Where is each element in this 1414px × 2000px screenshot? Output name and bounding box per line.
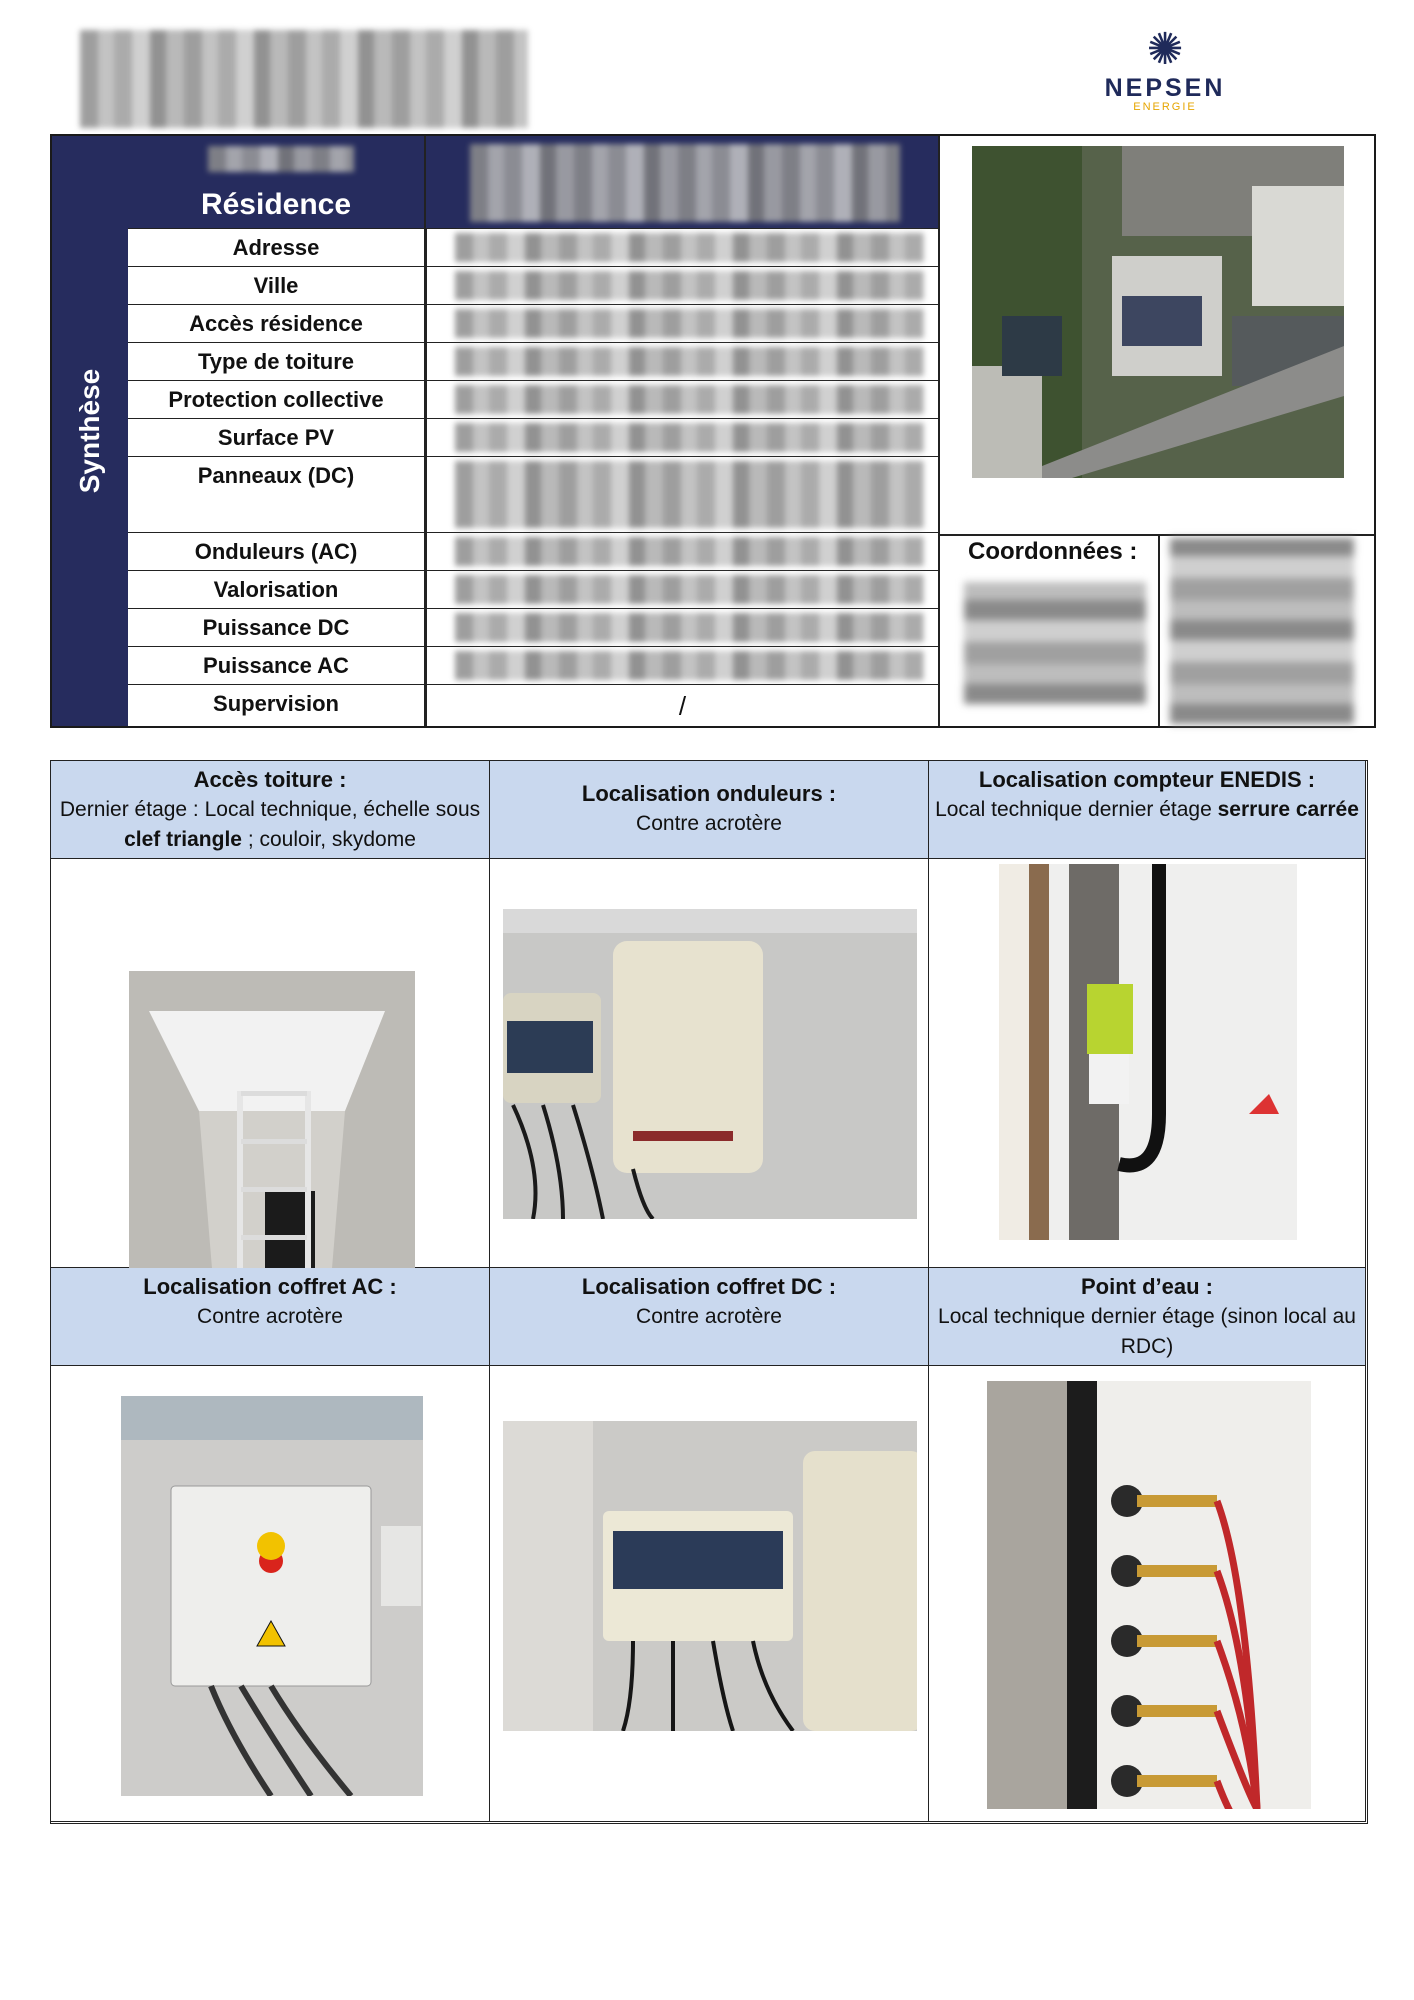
row-value bbox=[426, 342, 938, 380]
row-value bbox=[426, 418, 938, 456]
section-description: Dernier étage : Local technique, échelle… bbox=[51, 795, 489, 855]
redacted-value bbox=[455, 537, 924, 566]
row-label: Protection collective bbox=[128, 380, 424, 418]
section-description-bold: clef triangle bbox=[124, 828, 242, 851]
redacted-value bbox=[455, 271, 924, 300]
redacted-value bbox=[455, 613, 924, 642]
row-value bbox=[426, 266, 938, 304]
redacted-header bbox=[80, 30, 528, 128]
section-description-bold: serrure carrée bbox=[1217, 798, 1359, 821]
row-value: / bbox=[426, 684, 938, 726]
section-photo-cell bbox=[490, 859, 929, 1268]
synthese-label: Synthèse bbox=[74, 368, 105, 494]
section-title: Localisation compteur ENEDIS : bbox=[978, 767, 1316, 792]
section-title: Localisation onduleurs : bbox=[581, 781, 837, 806]
coordinates-label: Coordonnées : bbox=[968, 538, 1138, 565]
row-label: Panneaux (DC) bbox=[128, 456, 424, 532]
section-description: Contre acrotère bbox=[197, 1305, 343, 1328]
section-header: Accès toiture : Dernier étage : Local tec… bbox=[51, 761, 490, 859]
row-label: Onduleurs (AC) bbox=[128, 532, 424, 570]
water-point-photo bbox=[987, 1381, 1311, 1809]
redacted-text bbox=[208, 146, 354, 172]
row-value bbox=[426, 608, 938, 646]
redacted-value bbox=[455, 423, 924, 452]
row-label: Accès résidence bbox=[128, 304, 424, 342]
section-description: Local technique dernier étage serrure ca… bbox=[929, 795, 1365, 825]
sun-icon: ✺ bbox=[1146, 25, 1184, 74]
redacted-value bbox=[455, 347, 924, 376]
row-label: Surface PV bbox=[128, 418, 424, 456]
redacted-value bbox=[455, 309, 924, 338]
section-description: Contre acrotère bbox=[636, 812, 782, 835]
redacted-value bbox=[455, 651, 924, 680]
redacted-value bbox=[455, 575, 924, 604]
aerial-view-photo bbox=[972, 146, 1344, 478]
redacted-value bbox=[455, 233, 924, 262]
section-header: Point d’eau : Local technique dernier éta… bbox=[929, 1268, 1366, 1366]
row-value bbox=[426, 380, 938, 418]
locations-grid: Accès toiture : Dernier étage : Local tec… bbox=[50, 760, 1368, 1824]
section-photo-cell bbox=[929, 1366, 1366, 1822]
section-photo-cell bbox=[51, 859, 490, 1353]
row-label: Ville bbox=[128, 266, 424, 304]
row-value bbox=[426, 570, 938, 608]
nepsen-logo: ✺ NEPSEN ENERGIE bbox=[1100, 26, 1230, 126]
row-value bbox=[426, 456, 938, 532]
section-description: Contre acrotère bbox=[636, 1305, 782, 1328]
section-description: Local technique dernier étage (sinon loc… bbox=[938, 1305, 1356, 1358]
redacted-residence-name bbox=[426, 136, 938, 228]
ac-box-photo bbox=[121, 1396, 423, 1796]
section-header: Localisation coffret AC : Contre acrotère bbox=[51, 1268, 490, 1366]
ladder-photo bbox=[129, 971, 415, 1353]
section-photo-cell bbox=[929, 859, 1366, 1268]
row-label: Puissance DC bbox=[128, 608, 424, 646]
section-title: Localisation coffret AC : bbox=[143, 1274, 397, 1299]
section-title: Localisation coffret DC : bbox=[581, 1274, 837, 1299]
section-title: Point d’eau : bbox=[1081, 1274, 1213, 1299]
section-description-part: Dernier étage : Local technique, échelle… bbox=[59, 798, 481, 821]
logo-sub: ENERGIE bbox=[1133, 101, 1197, 113]
redacted-coordinates bbox=[964, 582, 1146, 704]
row-value bbox=[426, 304, 938, 342]
logo-name: NEPSEN bbox=[1104, 74, 1226, 102]
section-description-part: Local technique dernier étage bbox=[935, 798, 1218, 821]
redacted-value bbox=[455, 461, 924, 528]
row-label: Adresse bbox=[128, 228, 424, 266]
section-header: Localisation coffret DC : Contre acrotère bbox=[490, 1268, 929, 1366]
dc-box-photo bbox=[503, 1421, 917, 1731]
redacted-qr-code bbox=[1170, 538, 1354, 724]
section-header: Localisation onduleurs : Contre acrotère bbox=[490, 761, 929, 859]
row-label: Supervision bbox=[128, 684, 424, 726]
section-title: Accès toiture : bbox=[193, 767, 347, 792]
section-header: Localisation compteur ENEDIS : Local tech… bbox=[929, 761, 1366, 859]
meter-photo bbox=[999, 864, 1297, 1240]
row-value bbox=[426, 532, 938, 570]
row-value bbox=[426, 646, 938, 684]
section-description-part: ; couloir, skydome bbox=[241, 828, 416, 851]
row-label: Type de toiture bbox=[128, 342, 424, 380]
section-photo-cell bbox=[490, 1366, 929, 1822]
section-photo-cell bbox=[51, 1366, 490, 1822]
redacted-header-cell bbox=[128, 136, 424, 183]
residence-title: Résidence bbox=[128, 182, 424, 228]
synthese-band: Synthèse bbox=[52, 136, 128, 726]
row-label: Valorisation bbox=[128, 570, 424, 608]
redacted-value bbox=[455, 385, 924, 414]
row-value bbox=[426, 228, 938, 266]
row-label: Puissance AC bbox=[128, 646, 424, 684]
inverter-photo bbox=[503, 909, 917, 1219]
